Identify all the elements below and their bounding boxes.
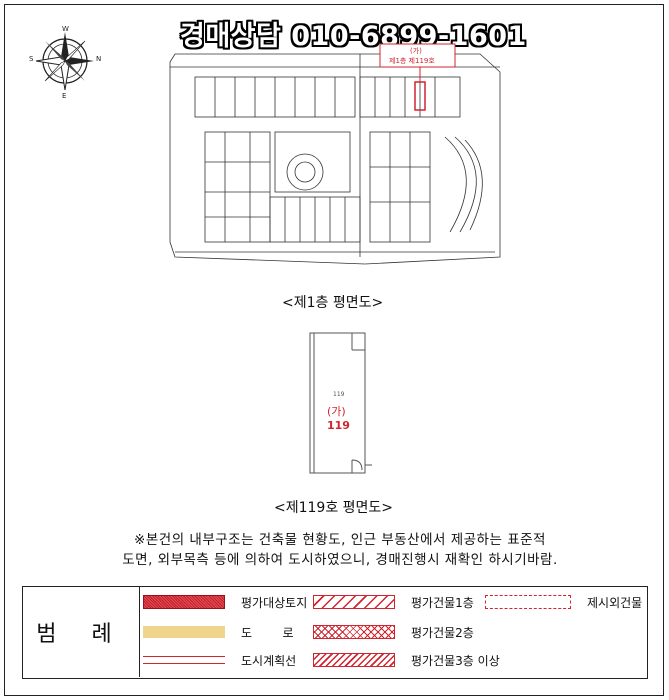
site-plan-caption: <제1층 평면도> — [282, 295, 384, 311]
legend-box: 범 례 평가대상토지 도 로 도시계획선 평가건물1층 평가건물2층 평가건물3… — [22, 586, 648, 679]
compass-w-label: W — [62, 25, 69, 33]
legend-item-building-3f: 평가건물3층 이상 — [313, 651, 500, 669]
note-line-2: 도면, 외부목측 등에 의하여 도시하였으니, 경매진행시 재확인 하시기바람. — [122, 552, 558, 568]
unit-plan-caption: <제119호 평면도> — [274, 500, 394, 516]
legend-item-land: 평가대상토지 — [143, 593, 307, 611]
site-plan-drawing: (가) 제1층 제119호 — [169, 43, 501, 265]
unit-name-label: 제1층 제119호 — [389, 56, 435, 65]
legend-item-extra-building: 제시외건물 — [485, 593, 642, 611]
building-1f-swatch-icon — [313, 595, 395, 609]
phone-banner: 경매상담 010-6899-1601 — [180, 21, 527, 52]
compass-s-label: S — [29, 55, 34, 63]
planning-line-swatch-icon — [143, 656, 225, 664]
compass-e-label: E — [62, 92, 66, 99]
compass-n-label: N — [96, 55, 101, 63]
building-2f-swatch-icon — [313, 625, 395, 639]
unit-marker: (가) — [327, 405, 346, 418]
legend-item-road: 도 로 — [143, 623, 294, 641]
legend-item-building-2f: 평가건물2층 — [313, 623, 474, 641]
compass-rose-icon: W N S E — [29, 25, 101, 99]
document-frame — [4, 4, 664, 696]
unit-small-number: 119 — [333, 391, 345, 398]
road-swatch-icon — [143, 626, 225, 638]
unit-number: 119 — [327, 419, 350, 432]
note-line-1: ※본건의 내부구조는 건축물 현황도, 인근 부동산에서 제공하는 표준적 — [134, 532, 546, 548]
unit-floor-plan: 119 (가) 119 — [309, 332, 372, 474]
unit-marker-label: (가) — [410, 46, 422, 55]
legend-title: 범 례 — [23, 587, 140, 677]
land-swatch-icon — [143, 595, 225, 609]
legend-item-building-1f: 평가건물1층 — [313, 593, 474, 611]
legend-item-planning-line: 도시계획선 — [143, 651, 296, 669]
building-3f-swatch-icon — [313, 653, 395, 667]
extra-building-swatch-icon — [485, 595, 571, 609]
